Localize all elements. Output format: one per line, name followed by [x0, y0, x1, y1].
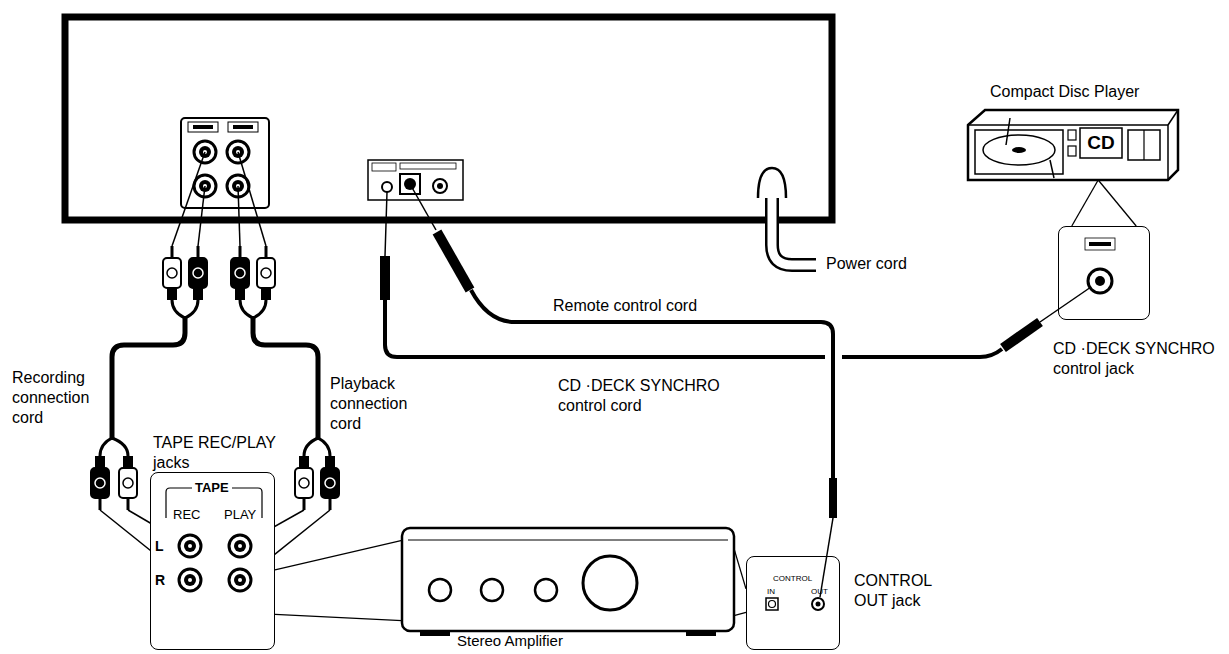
jack-inset: TAPE REC/PLAY jacksTAPERECPLAYLR [150, 472, 275, 650]
callout-line [275, 614, 402, 620]
cd-player [968, 110, 1178, 180]
callout-line [734, 612, 746, 615]
jack-inset: CD ·DECK SYNCHRO control jack [1058, 226, 1150, 320]
jack-label: CONTROL OUT jack [854, 571, 954, 611]
cd-player-box: Compact Disc PlayerCD [968, 110, 1178, 180]
power-cord [758, 168, 818, 265]
display-label: CD [1080, 128, 1122, 158]
jack-name: REC [173, 507, 200, 523]
rca-plugs [91, 246, 339, 510]
stereo-amplifier [402, 528, 734, 636]
callout-line [275, 540, 402, 570]
callout-wedge [734, 549, 746, 616]
channel-letter: R [155, 572, 165, 588]
device-heading: Stereo Amplifier [457, 632, 563, 650]
cord-label: Power cord [826, 254, 907, 274]
jack-name: PLAY [224, 507, 256, 523]
remote-control-cord [410, 184, 837, 597]
device-heading: Compact Disc Player [990, 82, 1139, 102]
jack-inset: CONTROL OUT jackCONTROLINOUT [746, 556, 840, 650]
callout-line [1098, 180, 1136, 226]
synchro-jack [1085, 238, 1115, 293]
cord-label: CD ·DECK SYNCHRO control cord [558, 376, 758, 416]
cord-label: Recording connection cord [12, 368, 106, 428]
control-jacks [766, 598, 824, 610]
jack-name: IN [767, 587, 775, 597]
cord-label: Playback connection cord [330, 374, 424, 434]
jack-label: CD ·DECK SYNCHRO control jack [1053, 339, 1225, 379]
panel-heading: TAPE [192, 480, 232, 496]
callout-line [734, 549, 746, 589]
jack-label: TAPE REC/PLAY jacks [153, 433, 285, 473]
callout-wedge [1072, 180, 1136, 226]
tape-deck [65, 17, 832, 220]
synchro-cord [380, 192, 1091, 357]
jack-name: OUT [811, 587, 828, 597]
tape-jacks [151, 473, 274, 649]
amplifier-box: Stereo Amplifier [402, 528, 734, 631]
callout-line [1072, 180, 1098, 226]
cord-label: Remote control cord [553, 296, 697, 316]
channel-letter: L [155, 538, 164, 554]
callout-wedge [275, 540, 402, 620]
panel-heading: CONTROL [773, 574, 812, 584]
